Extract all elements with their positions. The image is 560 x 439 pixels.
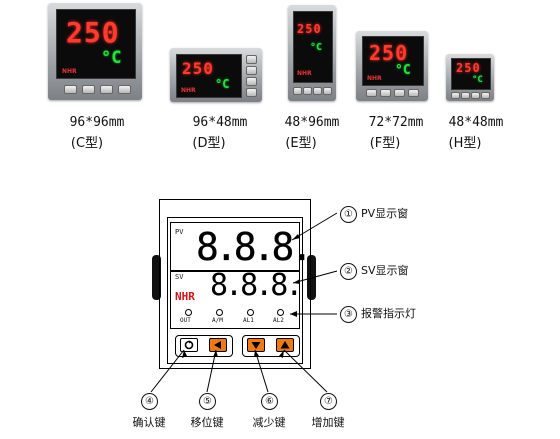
device-d-key-1[interactable] — [246, 55, 257, 64]
device-d-pv: 250 — [182, 59, 214, 78]
device-d-key-2[interactable] — [246, 66, 257, 75]
device-f-key-3[interactable] — [394, 89, 405, 97]
device-d-key-4[interactable] — [246, 88, 257, 97]
increase-icon — [280, 341, 290, 349]
callout-pv-text: PV显示窗 — [361, 207, 409, 220]
device-e: 250 °C NHR — [288, 5, 336, 101]
callout-alarm-number: ③ — [340, 306, 357, 323]
device-e-pv: 250 — [297, 22, 322, 36]
sv-digits: 8.8.8. — [210, 268, 303, 303]
led-am-label: A/M — [212, 317, 223, 324]
device-h-pv: 250 — [456, 61, 481, 75]
device-d-brand: NHR — [181, 87, 196, 94]
callout-alarm-text: 报警指示灯 — [361, 307, 416, 320]
confirm-icon — [184, 340, 194, 350]
device-e-brand: NHR — [297, 70, 312, 77]
device-h-screen: 250 °C — [451, 58, 491, 90]
increase-key[interactable] — [276, 338, 294, 352]
device-e-screen: 250 °C NHR — [293, 11, 333, 83]
device-e-key-1[interactable] — [293, 87, 302, 95]
device-f-brand: NHR — [367, 75, 382, 82]
device-h-type: (H型) — [448, 136, 482, 151]
key-increase-number: ⑦ — [320, 393, 337, 410]
led-al1-label: AL1 — [243, 317, 254, 324]
callout-pv-number: ① — [340, 206, 357, 223]
device-h-key-2[interactable] — [461, 92, 470, 99]
device-h-key-3[interactable] — [471, 92, 480, 99]
led-al1 — [247, 309, 254, 316]
decrease-icon — [251, 342, 261, 349]
device-f-size: 72*72mm — [368, 115, 424, 130]
key-increase-label: 增加键 — [311, 416, 345, 429]
key-confirm-label: 确认键 — [132, 416, 166, 429]
led-am — [216, 309, 223, 316]
device-e-type: (E型) — [285, 136, 317, 151]
device-e-key-4[interactable] — [323, 87, 332, 95]
device-d-type: (D型) — [192, 136, 226, 151]
callout-alarm: ③ 报警指示灯 — [340, 305, 416, 323]
left-mount-clip — [152, 255, 161, 300]
device-c-key-2[interactable] — [82, 85, 95, 94]
sv-tag: SV — [175, 273, 184, 281]
display-divider — [171, 270, 299, 272]
callout-sv-number: ② — [340, 263, 357, 280]
key-shift-number: ⑤ — [199, 393, 216, 410]
key-decrease-label: 减少键 — [252, 416, 286, 429]
device-f-key-1[interactable] — [366, 89, 377, 97]
schematic-brand: NHR — [175, 290, 195, 303]
device-f-screen: 250 °C NHR — [362, 36, 424, 86]
device-f: 250 °C NHR — [356, 31, 428, 101]
device-c-key-3[interactable] — [100, 85, 113, 94]
key-confirm-number: ④ — [141, 393, 158, 410]
decrease-key[interactable] — [247, 338, 265, 352]
device-h-key-1[interactable] — [451, 92, 460, 99]
key-shift-label: 移位键 — [190, 416, 224, 429]
device-f-type: (F型) — [369, 136, 401, 151]
device-c-pv: 250 — [66, 16, 120, 49]
device-f-key-2[interactable] — [380, 89, 391, 97]
controller-panel — [167, 217, 303, 364]
device-c-brand: NHR — [62, 68, 77, 75]
device-h-key-4[interactable] — [481, 92, 490, 99]
shift-left-icon — [214, 341, 221, 349]
device-h: 250 °C — [446, 54, 494, 101]
device-c-sv: °C — [101, 48, 122, 68]
callout-pv: ① PV显示窗 — [340, 205, 408, 223]
callout-sv-text: SV显示窗 — [361, 264, 409, 277]
device-e-key-3[interactable] — [313, 87, 322, 95]
device-e-key-2[interactable] — [303, 87, 312, 95]
callout-sv: ② SV显示窗 — [340, 262, 409, 280]
device-e-size: 48*96mm — [284, 115, 340, 130]
device-d-size: 96*48mm — [192, 115, 248, 130]
pv-digits: 8.8.8. — [196, 225, 314, 269]
device-c-key-4[interactable] — [118, 85, 131, 94]
controller-bezel — [159, 199, 311, 369]
device-f-pv: 250 — [369, 41, 409, 65]
device-d-screen: 250 °C NHR — [176, 54, 242, 98]
device-f-key-4[interactable] — [408, 89, 419, 97]
led-out-label: OUT — [180, 317, 191, 324]
device-d-sv: °C — [215, 77, 230, 91]
device-c-type: (C型) — [70, 136, 104, 151]
device-f-sv: °C — [395, 63, 411, 78]
device-d-key-3[interactable] — [246, 77, 257, 86]
device-h-size: 48*48mm — [448, 115, 504, 130]
led-al2 — [277, 309, 284, 316]
shift-key[interactable] — [209, 338, 227, 352]
led-al2-label: AL2 — [273, 317, 284, 324]
device-d: 250 °C NHR — [170, 48, 262, 102]
device-e-sv: °C — [310, 42, 323, 53]
device-h-sv: °C — [472, 75, 483, 85]
confirm-key[interactable] — [180, 338, 198, 352]
device-c-size: 96*96mm — [69, 115, 125, 130]
key-decrease-number: ⑥ — [261, 393, 278, 410]
led-out — [185, 309, 192, 316]
pv-tag: PV — [175, 228, 184, 236]
device-c-key-1[interactable] — [64, 85, 77, 94]
device-c: 250 °C NHR — [48, 3, 142, 100]
device-c-screen: 250 °C NHR — [56, 9, 136, 79]
